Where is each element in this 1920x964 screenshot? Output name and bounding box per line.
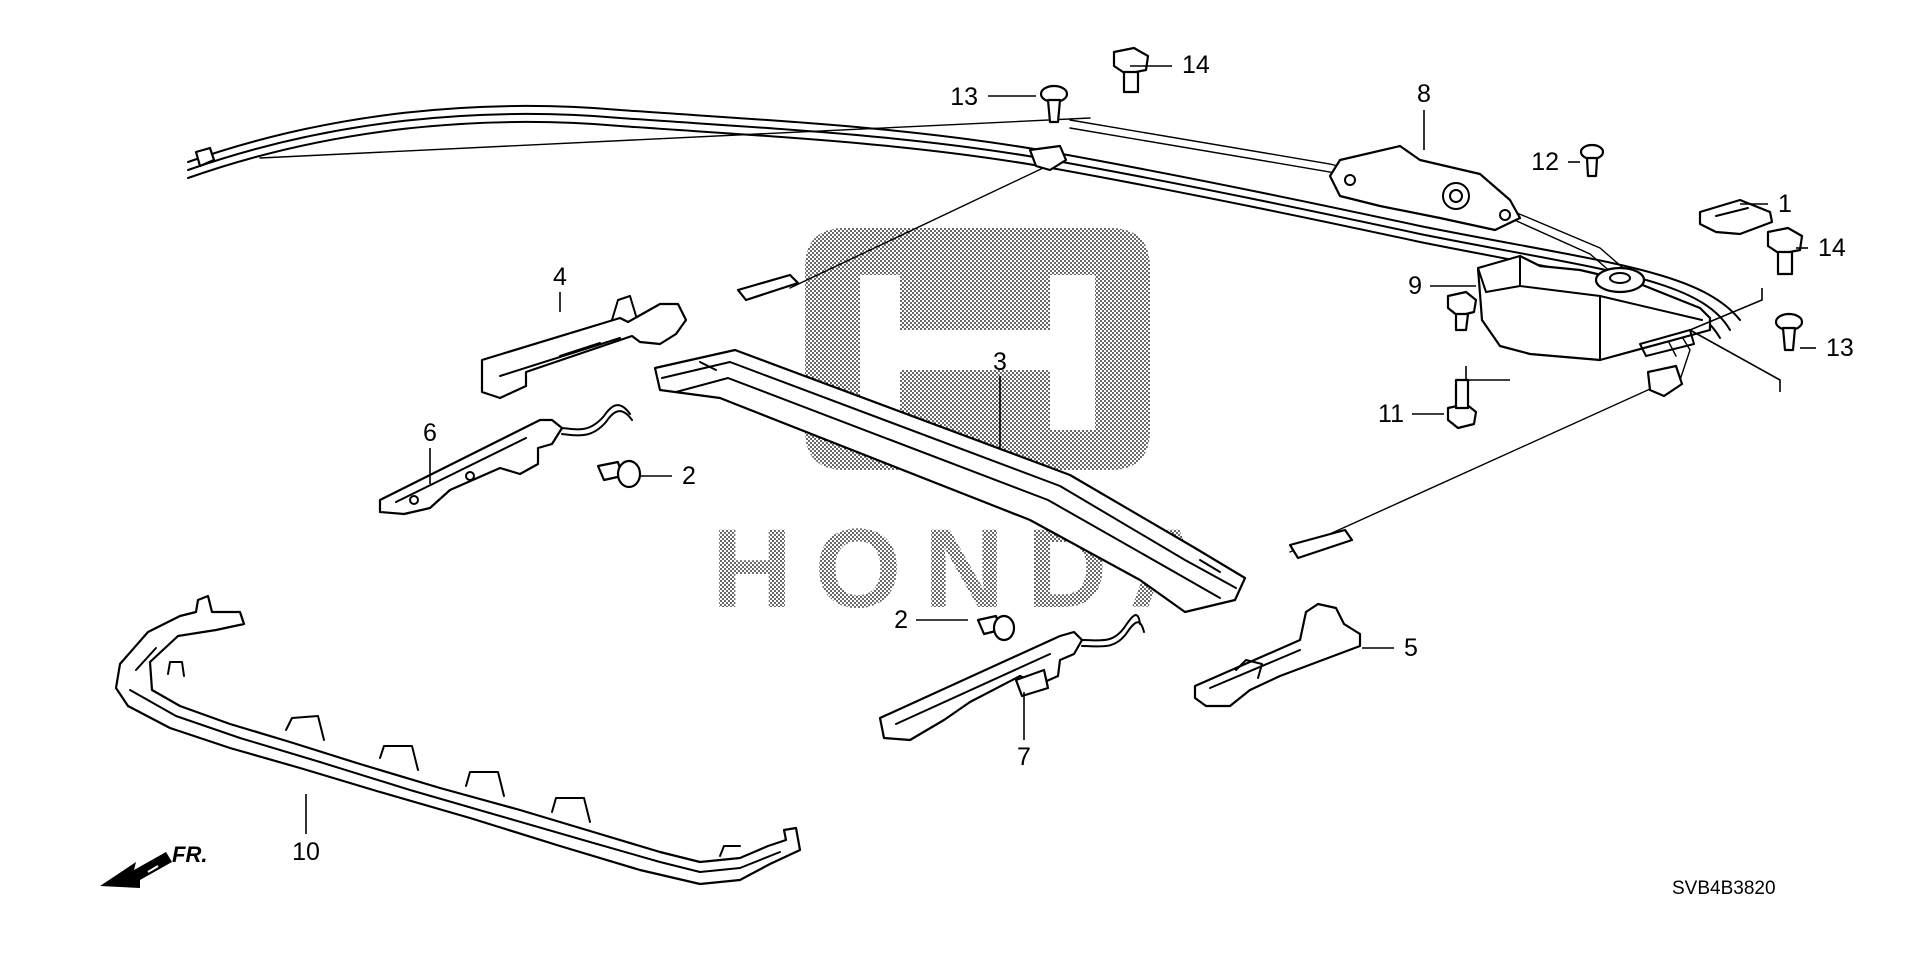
callout-6: 6 [423,419,437,447]
part-left-rear-guide [480,295,688,400]
screw-icon [1774,312,1804,352]
bolt-icon [1112,46,1150,94]
screw-icon [1039,84,1069,124]
bolt-icon [1766,226,1804,276]
part-left-front-slider [378,404,633,516]
screw-icon [976,614,1016,642]
callout-5: 5 [1404,634,1418,662]
callout-10: 10 [292,838,320,866]
part-front-seal [114,594,802,886]
callout-2: 2 [894,606,908,634]
callout-13: 13 [950,83,978,111]
callout-12: 12 [1531,148,1559,176]
callout-2: 2 [682,462,696,490]
callout-7: 7 [1017,743,1031,771]
callout-3: 3 [993,348,1007,376]
screw-icon [1579,143,1605,178]
callout-9: 9 [1408,272,1422,300]
callout-14: 14 [1182,51,1210,79]
callout-13: 13 [1826,334,1854,362]
part-right-front-slider [878,614,1145,742]
front-direction-arrow-icon: FR. [100,842,207,888]
leader-lines [305,65,1816,834]
screw-icon [596,459,642,489]
part-front-frame [653,348,1247,614]
bolt-icon [1446,378,1478,430]
diagram-code: SVB4B3820 [1672,878,1776,899]
callout-14: 14 [1818,234,1846,262]
bolt-icon [1446,290,1478,332]
front-label: FR. [172,842,207,867]
part-drive-cables [187,104,1741,560]
callout-8: 8 [1417,80,1431,108]
callout-11: 11 [1378,400,1404,428]
part-sunroof-motor [1476,254,1712,362]
part-right-rear-guide [1193,602,1362,708]
callout-labels: 13 14 8 12 1 14 13 9 11 4 6 2 2 3 5 7 10 [292,51,1854,866]
callout-4: 4 [553,263,567,291]
part-clip [1698,198,1774,236]
callout-1: 1 [1778,190,1792,218]
